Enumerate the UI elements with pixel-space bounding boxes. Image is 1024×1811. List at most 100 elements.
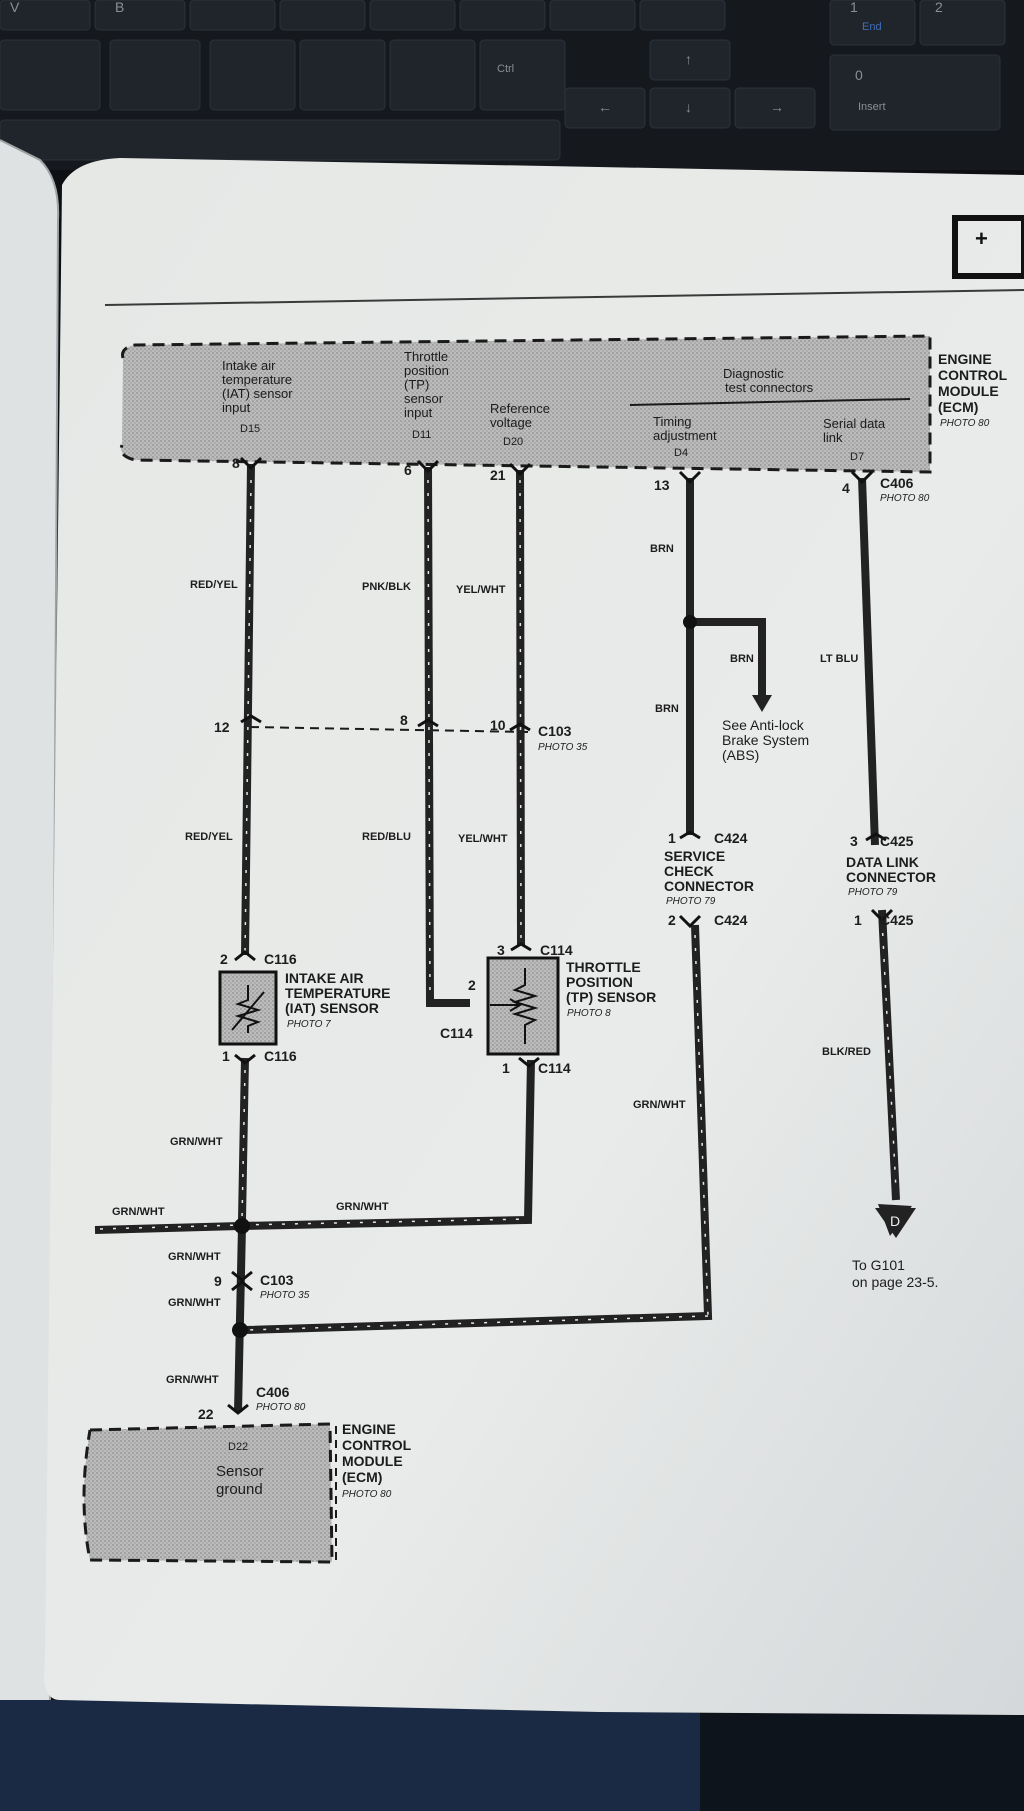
- ecm-bottom-title: ENGINE CONTROL MODULE (ECM): [342, 1421, 415, 1485]
- service-c424-top: C424: [714, 830, 748, 846]
- brn-splice: [683, 615, 697, 629]
- timing-adjustment-label: Timing adjustment: [653, 414, 717, 443]
- key-ctrl: Ctrl: [497, 63, 514, 75]
- c406-bottom-pin: 22: [198, 1406, 214, 1422]
- wire-label-grn-wht-right: GRN/WHT: [633, 1099, 686, 1111]
- terminal-d22: D22: [228, 1441, 248, 1453]
- c103-bottom-photo: PHOTO 35: [260, 1290, 310, 1301]
- iat-c116-top: C116: [264, 951, 297, 967]
- dlc-pin-1: 1: [854, 912, 862, 928]
- ground-ref-arrow: [875, 1208, 916, 1238]
- key-2: 2: [935, 0, 943, 15]
- c406-top: C406: [880, 475, 914, 491]
- terminal-d7: D7: [850, 451, 864, 463]
- wire-reference: [516, 469, 525, 946]
- terminal-d20: D20: [503, 436, 523, 448]
- key-up: ↑: [685, 51, 692, 67]
- left-page: [0, 140, 59, 1700]
- key-b: B: [115, 0, 124, 15]
- ecm-top-photo: PHOTO 80: [940, 418, 990, 429]
- wire-label-yel-wht: YEL/WHT: [456, 584, 506, 596]
- ground-ref-text: To G101 on page 23-5.: [852, 1257, 938, 1290]
- pin-8: 8: [232, 455, 240, 471]
- wire-label-yel-wht-2: YEL/WHT: [458, 833, 508, 845]
- tp-c114-mid: C114: [440, 1025, 473, 1041]
- wire-label-blk-red: BLK/RED: [822, 1046, 871, 1058]
- tp-pin-1: 1: [502, 1060, 510, 1076]
- c103-name: C103: [538, 723, 572, 739]
- iat-photo: PHOTO 7: [287, 1019, 331, 1030]
- terminal-d11: D11: [412, 429, 431, 441]
- key-insert: Insert: [858, 101, 886, 113]
- ecm-top-box: [121, 336, 930, 472]
- tp-pin-3: 3: [497, 942, 505, 958]
- pin-13: 13: [654, 477, 670, 493]
- tp-photo: PHOTO 8: [567, 1008, 611, 1019]
- wire-ecm-ground: [234, 1225, 246, 1413]
- wire-blkred: [878, 909, 900, 1201]
- service-check-title: SERVICE CHECK CONNECTOR: [664, 848, 754, 894]
- iat-pin-2: 2: [220, 951, 228, 967]
- c103-pin-8: 8: [400, 712, 408, 728]
- wire-label-grn-wht-2: GRN/WHT: [168, 1251, 221, 1263]
- ground-splice-1: [234, 1218, 250, 1234]
- iat-sensor: [218, 970, 278, 1046]
- iat-pin-1: 1: [222, 1048, 230, 1064]
- dlc-c425-top: C425: [880, 833, 914, 849]
- c406-bottom-name: C406: [256, 1384, 290, 1400]
- wire-brn-branch: [690, 618, 766, 695]
- ground-ref-letter: D: [890, 1213, 900, 1229]
- ground-splice-2: [232, 1322, 248, 1338]
- pin-21: 21: [490, 467, 506, 483]
- sensor-ground-label: Sensor ground: [216, 1463, 268, 1498]
- wire-label-lt-blu: LT BLU: [820, 653, 858, 665]
- terminal-d15: D15: [240, 423, 260, 435]
- tp-c114-bottom: C114: [538, 1060, 571, 1076]
- wire-label-red-yel-2: RED/YEL: [185, 831, 233, 843]
- wire-iat-ground: [238, 1057, 249, 1221]
- c406-bottom-photo: PHOTO 80: [256, 1402, 306, 1413]
- ecm-bottom-box: [84, 1424, 332, 1562]
- wire-serial-data: [858, 477, 879, 846]
- data-link-photo: PHOTO 79: [848, 887, 898, 898]
- wire-sensor-ground: [94, 1059, 535, 1234]
- c103-pin-10: 10: [490, 717, 506, 733]
- serial-data-link-label: Serial data link: [823, 416, 889, 445]
- service-pin-2: 2: [668, 912, 676, 928]
- wire-label-red-yel: RED/YEL: [190, 579, 238, 591]
- dlc-c425-bottom: C425: [880, 912, 914, 928]
- svg-text:+: +: [975, 226, 988, 251]
- c103-photo: PHOTO 35: [538, 742, 588, 753]
- c103-pin-12: 12: [214, 719, 230, 735]
- key-0: 0: [855, 67, 863, 83]
- keyboard: V B 1 2 End Ctrl ↑ ← ↓ → 0 Insert: [0, 0, 1024, 170]
- iat-input-label: Intake air temperature (IAT) sensor inpu…: [222, 358, 296, 415]
- c406-top-photo: PHOTO 80: [880, 493, 930, 504]
- wire-label-grn-wht-4: GRN/WHT: [166, 1374, 219, 1386]
- tp-c114-top: C114: [540, 942, 573, 958]
- key-down: ↓: [685, 99, 692, 115]
- wire-tp-signal: [424, 466, 470, 1007]
- ecm-top-labels: Intake air temperature (IAT) sensor inpu…: [222, 349, 889, 463]
- wire-label-grn-wht-mid: GRN/WHT: [336, 1201, 389, 1213]
- tp-input-label: Throttle position (TP) sensor input: [404, 349, 452, 420]
- data-link-title: DATA LINK CONNECTOR: [846, 854, 936, 885]
- pin-6: 6: [404, 462, 412, 478]
- diagnostic-connectors-label: Diagnostic test connectors: [723, 366, 814, 395]
- wires: [94, 463, 900, 1413]
- iat-title: INTAKE AIR TEMPERATURE (IAT) SENSOR: [285, 970, 394, 1016]
- c103-bottom-name: C103: [260, 1272, 294, 1288]
- page-rule: [104, 289, 1024, 306]
- tp-sensor: [486, 956, 560, 1056]
- wire-label-pnk-blk: PNK/BLK: [362, 581, 411, 593]
- wire-label-brn-3: BRN: [655, 703, 679, 715]
- wire-label-red-blu: RED/BLU: [362, 831, 411, 843]
- wire-label-grn-wht-3: GRN/WHT: [168, 1297, 221, 1309]
- ecm-top-title: ENGINE CONTROL MODULE (ECM): [938, 351, 1011, 415]
- terminal-d4: D4: [674, 447, 688, 459]
- dlc-pin-3: 3: [850, 833, 858, 849]
- service-c424-bottom: C424: [714, 912, 748, 928]
- reference-voltage-label: Reference voltage: [490, 401, 554, 430]
- wire-label-brn-2: BRN: [730, 653, 754, 665]
